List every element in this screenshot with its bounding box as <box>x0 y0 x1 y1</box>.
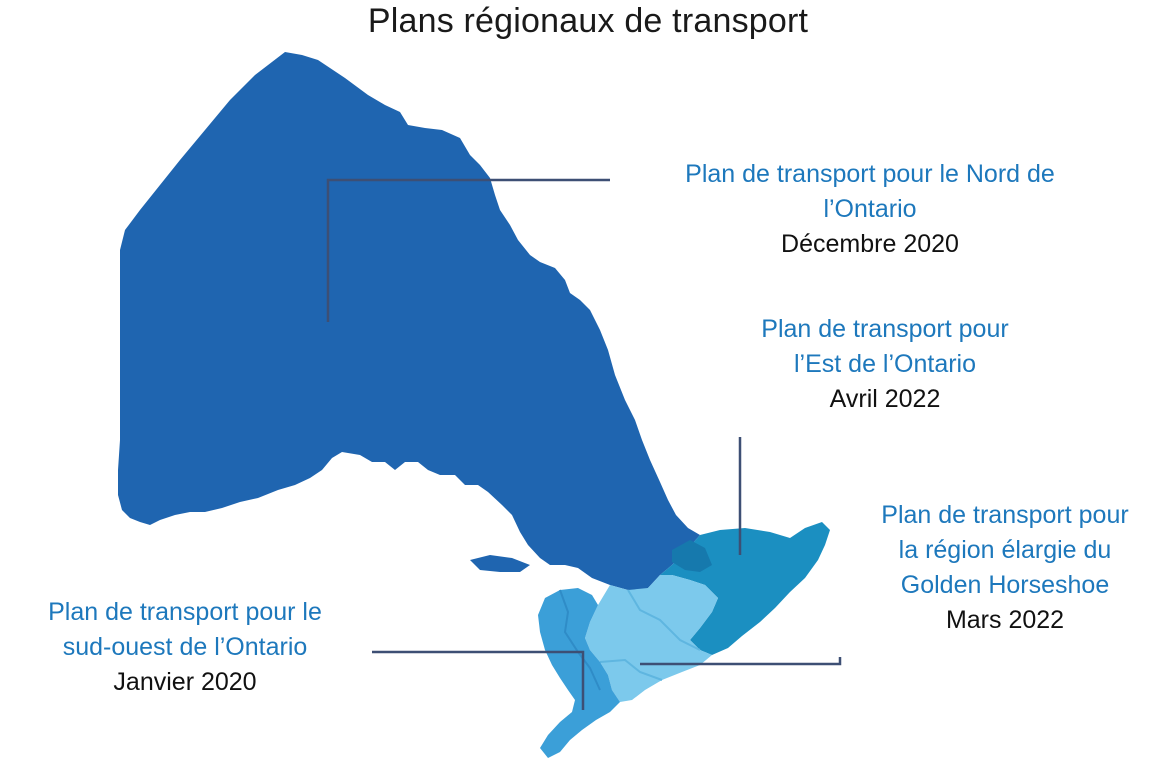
ggh-subregion-line <box>627 589 701 651</box>
southwest-subregion-line <box>559 589 601 691</box>
leader-line-north <box>326 178 610 322</box>
leader-line-ggh <box>640 657 842 666</box>
label-ggh-name: Plan de transport pour la région élargie… <box>881 501 1129 599</box>
label-ggh-date: Mars 2022 <box>945 606 1065 634</box>
label-southwest-name: Plan de transport pour le sud-ouest de l… <box>48 598 322 661</box>
label-ggh: Plan de transport pour la région élargie… <box>840 498 1170 638</box>
label-southwest: Plan de transport pour le sud-ouest de l… <box>0 595 370 700</box>
label-north-date: Décembre 2020 <box>781 230 959 258</box>
label-southwest-date: Janvier 2020 <box>113 668 257 696</box>
label-east: Plan de transport pour l’Est de l’Ontari… <box>700 312 1070 417</box>
region-ggh-shape <box>585 575 718 702</box>
label-north-name: Plan de transport pour le Nord de l’Onta… <box>685 160 1055 223</box>
map-title: Plans régionaux de transport <box>367 2 809 40</box>
label-east-name: Plan de transport pour l’Est de l’Ontari… <box>761 315 1009 378</box>
leader-line-southwest <box>372 650 585 710</box>
ggh-subregion-line-2 <box>599 658 663 681</box>
region-southwest-shape <box>538 588 620 758</box>
manitoulin-island-shape <box>470 555 530 572</box>
label-east-date: Avril 2022 <box>829 385 941 413</box>
region-north-shape <box>118 52 700 592</box>
lake-nipissing-shape <box>438 498 492 522</box>
label-north: Plan de transport pour le Nord de l’Onta… <box>640 157 1100 262</box>
east-subregion-shape <box>672 540 712 572</box>
